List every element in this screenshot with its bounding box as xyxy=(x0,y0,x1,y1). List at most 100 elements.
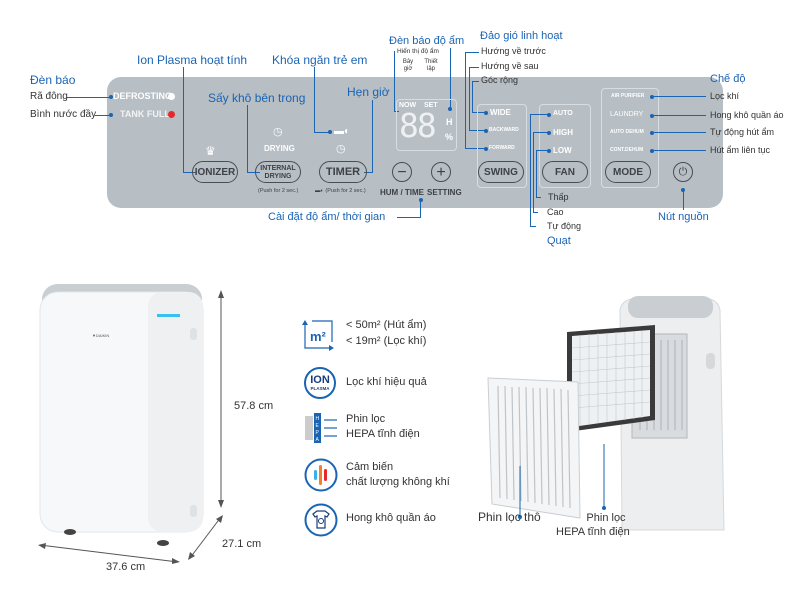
drying-hold-note: (Push for 2 sec.) xyxy=(258,188,299,194)
feature-area-dehum: < 50m² (Hút ẩm) xyxy=(346,319,427,331)
mode-callout: Chế độ xyxy=(710,73,746,85)
internal-drying-button[interactable]: INTERNAL DRYING xyxy=(255,161,301,183)
leader-line xyxy=(469,67,470,131)
set-indicator: SET xyxy=(424,102,438,109)
power-callout: Nút nguồn xyxy=(658,211,709,223)
child-lock-callout: Khóa ngăn trẻ em xyxy=(272,53,368,67)
timer-button[interactable]: TIMER xyxy=(319,161,367,183)
swing-forward-label: FORWARD xyxy=(489,145,515,151)
fan-button[interactable]: FAN xyxy=(542,161,588,183)
leader-dot xyxy=(650,114,654,118)
swing-forward-vi: Hướng về trước xyxy=(481,46,546,56)
feature-sensor-1: Cảm biến xyxy=(346,461,394,473)
leader-dot xyxy=(650,131,654,135)
leader-line xyxy=(247,172,260,173)
setting-label: SETTING xyxy=(427,188,462,197)
ion-plasma-icon: ION PLASMA xyxy=(304,367,336,399)
swing-wide-vi: Góc rộng xyxy=(481,75,519,85)
leader-line xyxy=(314,132,329,133)
power-icon: ⏻ xyxy=(678,166,688,178)
hepa-filter-icon: H E P A xyxy=(305,413,337,443)
mode-laundry-label: LAUNDRY xyxy=(610,111,644,118)
leader-line xyxy=(465,52,479,53)
feature-hepa-2: HEPA tĩnh điện xyxy=(346,428,420,440)
swing-wide-label: WIDE xyxy=(490,108,511,117)
fan-auto-vi: Tự động xyxy=(547,221,582,231)
clock-icon: ◷ xyxy=(336,143,346,155)
fan-group xyxy=(539,104,591,188)
ion-icon-sub: PLASMA xyxy=(310,386,330,391)
mode-laundry-vi: Hong khô quần áo xyxy=(710,110,784,120)
unit-h: H xyxy=(446,117,453,127)
leader-dot xyxy=(547,149,551,153)
humidity-sub-callout: Hiển thị độ ẩm xyxy=(397,48,439,55)
leader-line xyxy=(472,81,473,113)
leader-line xyxy=(372,100,373,173)
mode-button[interactable]: MODE xyxy=(605,161,651,183)
laundry-shirt-icon xyxy=(304,503,338,537)
leader-line xyxy=(465,52,466,149)
swing-button[interactable]: SWING xyxy=(478,161,524,183)
control-panel xyxy=(107,77,723,208)
feature-sensor-2: chất lượng không khí xyxy=(346,476,450,488)
front-unit-illustration: ▼DAIKIN xyxy=(38,284,224,564)
swing-backward-label: BACKWARD xyxy=(489,127,519,133)
leader-dot xyxy=(109,113,113,117)
internal-drying-callout: Sấy khô bên trong xyxy=(208,91,306,105)
swing-backward-vi: Hướng về sau xyxy=(481,61,539,71)
air-quality-sensor-icon xyxy=(304,458,338,492)
area-m2-icon: m² xyxy=(302,320,334,351)
now-indicator: NOW xyxy=(399,102,417,109)
leader-line xyxy=(465,148,485,149)
leader-line xyxy=(95,115,110,116)
status-light-bar xyxy=(157,314,180,317)
humidity-digits: 88 xyxy=(399,106,437,145)
humidity-display-callout: Đèn báo độ ẩm xyxy=(389,35,465,47)
plus-button[interactable]: + xyxy=(431,162,451,182)
leader-line xyxy=(654,115,706,116)
mode-auto-dehum-vi: Tự động hút ẩm xyxy=(710,127,775,137)
wheel xyxy=(157,540,169,546)
mode-group xyxy=(601,88,659,188)
feature-laundry: Hong khô quần áo xyxy=(346,512,436,524)
feature-area-purify: < 19m² (Lọc khí) xyxy=(346,335,427,347)
clock-icon: ◷ xyxy=(273,126,283,138)
rear-unit-top xyxy=(628,296,713,318)
leader-line xyxy=(683,190,684,210)
leader-line xyxy=(469,67,479,68)
defrost-led xyxy=(168,93,175,100)
feature-ion-plasma: Lọc khí hiệu quả xyxy=(346,376,427,388)
svg-text:H: H xyxy=(316,416,320,422)
minus-button[interactable]: − xyxy=(392,162,412,182)
leader-dot xyxy=(650,95,654,99)
filter-exploded-illustration xyxy=(487,296,725,531)
leader-line xyxy=(654,150,706,151)
ionizer-callout: Ion Plasma hoạt tính xyxy=(137,53,248,67)
leader-dot xyxy=(547,131,551,135)
leader-line xyxy=(472,81,479,82)
hepa-filter-label-1: Phin lọc xyxy=(586,512,626,524)
leader-line xyxy=(397,217,421,218)
leader-line xyxy=(472,112,485,113)
tank-full-led xyxy=(168,111,175,118)
ionizer-button[interactable]: IONIZER xyxy=(192,161,238,183)
defrosting-label: DEFROSTING xyxy=(113,91,173,101)
mode-air-purifier-label: AIR PURIFIER xyxy=(611,93,645,99)
timer-hold-note: ▬◐ (Push for 2 sec.) xyxy=(315,188,366,194)
leader-line xyxy=(364,172,373,173)
svg-text:E: E xyxy=(316,423,320,429)
svg-text:A: A xyxy=(316,437,320,443)
leader-line xyxy=(536,150,548,151)
svg-text:P: P xyxy=(316,430,320,436)
leader-dot xyxy=(328,130,332,134)
m2-icon-text: m² xyxy=(310,329,327,344)
leader-dot xyxy=(109,95,113,99)
hepa-filter xyxy=(572,330,650,427)
unit-percent: % xyxy=(445,132,454,142)
swing-group xyxy=(477,104,527,188)
power-button[interactable]: ⏻ xyxy=(673,162,693,182)
hum-time-label: HUM / TIME xyxy=(380,188,424,197)
leader-line xyxy=(533,212,538,213)
set-label-vi: Thiết lập xyxy=(424,59,438,72)
